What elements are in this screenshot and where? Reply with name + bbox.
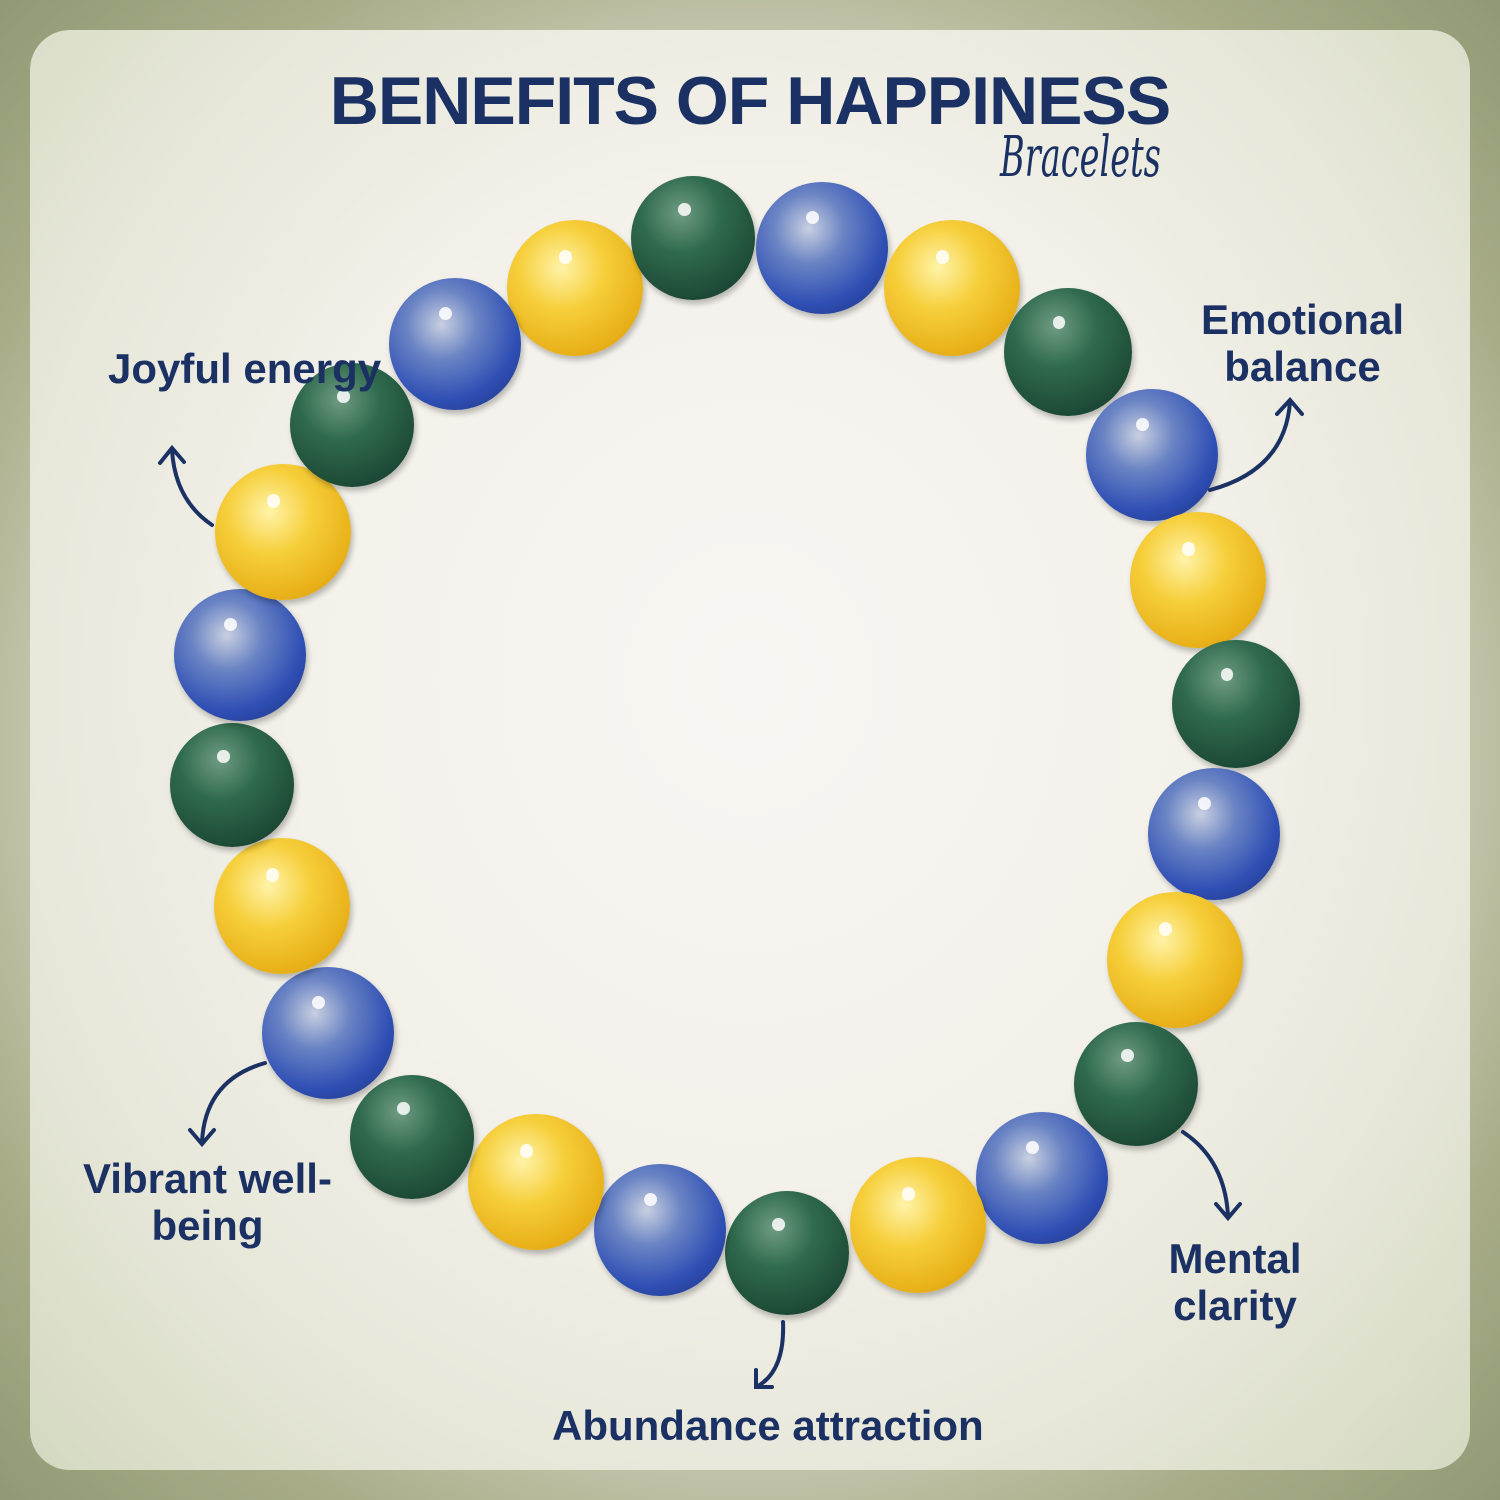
bead-citrine <box>850 1157 986 1293</box>
bead-aventurine <box>1074 1022 1198 1146</box>
bead-aventurine <box>725 1191 849 1315</box>
arrow-vibrant <box>188 1061 267 1148</box>
bead-citrine <box>884 220 1020 356</box>
bead-lapis <box>756 182 888 314</box>
bead-citrine <box>214 838 350 974</box>
bead-aventurine <box>170 723 294 847</box>
bead-aventurine <box>350 1075 474 1199</box>
bead-aventurine <box>1172 640 1300 768</box>
bead-citrine <box>215 464 351 600</box>
bead-aventurine <box>1004 288 1132 416</box>
bead-lapis <box>262 967 394 1099</box>
bead-citrine <box>468 1114 604 1250</box>
bead-lapis <box>1148 768 1280 900</box>
label-mental-clarity: Mental clarity <box>1168 1235 1302 1329</box>
bead-aventurine <box>290 363 414 487</box>
arrow-abundance <box>754 1320 786 1389</box>
bead-lapis <box>389 278 521 410</box>
bead-lapis <box>1086 389 1218 521</box>
bead-citrine <box>1130 512 1266 648</box>
page-title: BENEFITS OF HAPPINESS <box>329 63 1171 139</box>
label-abundance-attraction: Abundance attraction <box>552 1402 984 1449</box>
label-vibrant-well-being: Vibrant well-being <box>83 1155 332 1249</box>
bead-lapis <box>174 589 306 721</box>
subtitle-script: Bracelets <box>1000 125 1161 190</box>
arrow-mental <box>1181 1130 1242 1222</box>
label-emotional-balance: Emotional balance <box>1200 296 1404 390</box>
bead-citrine <box>507 220 643 356</box>
arrow-joyful <box>158 444 214 527</box>
label-joyful-energy: Joyful energy <box>108 345 382 392</box>
arrow-emotional <box>1208 396 1304 492</box>
bead-citrine <box>1107 892 1243 1028</box>
bead-lapis <box>594 1164 726 1296</box>
bead-lapis <box>976 1112 1108 1244</box>
bead-aventurine <box>631 176 755 300</box>
